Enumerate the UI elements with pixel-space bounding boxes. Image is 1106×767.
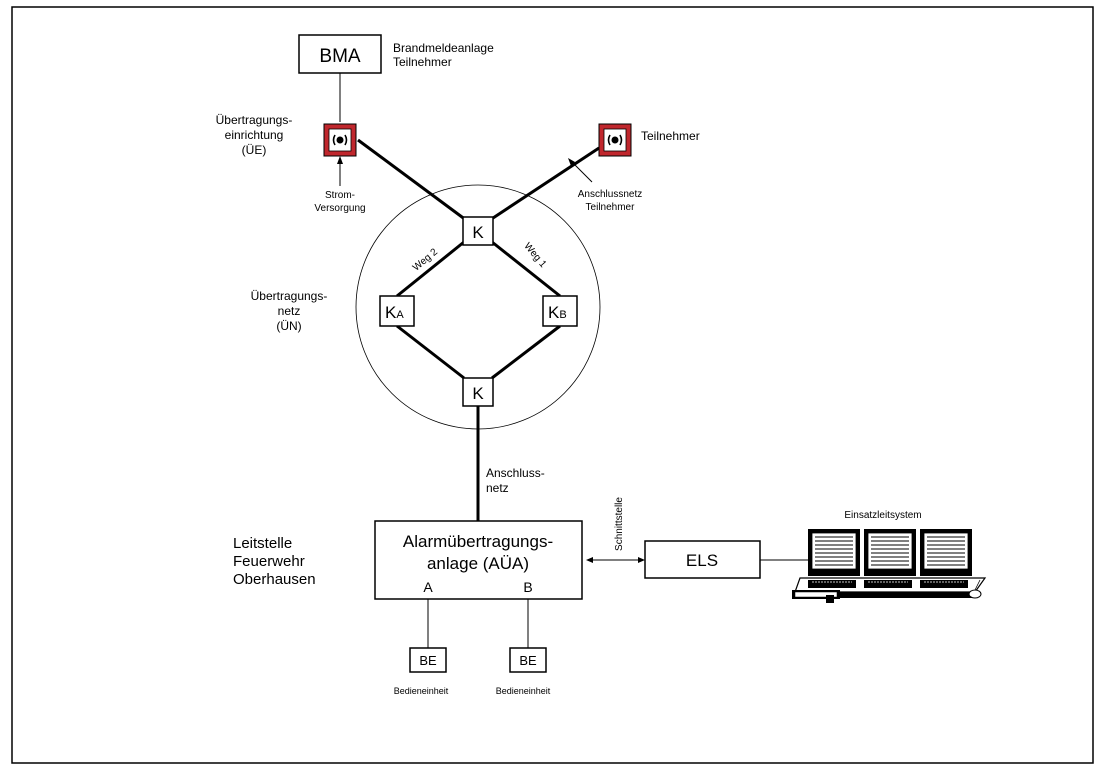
anschlussnetz-label-1: Anschluss-	[486, 466, 545, 480]
arrow-anschlussnetz-tn-head	[568, 158, 575, 166]
weg2-label: Weg 2	[411, 246, 440, 273]
leitstelle-label-1: Leitstelle	[233, 535, 292, 552]
ue-label-2: einrichtung	[225, 128, 284, 142]
arrow-schnittstelle-left-head	[586, 557, 593, 563]
arrow-anschlussnetz-tn	[570, 160, 593, 183]
line-teilnehmer-k	[489, 146, 600, 222]
be-right-label: BE	[519, 653, 537, 668]
node-k-bottom	[462, 377, 494, 407]
be-right-box	[509, 647, 547, 673]
line-k-kb	[491, 240, 561, 298]
line-ka-kbottom	[396, 324, 465, 380]
node-k-top	[462, 216, 494, 246]
bedieneinheit-left-label: Bedieneinheit	[394, 686, 449, 696]
be-left-box	[409, 647, 447, 673]
node-kb	[542, 295, 578, 327]
teilnehmer-label: Teilnehmer	[641, 129, 700, 143]
bma-desc-2: Teilnehmer	[393, 55, 452, 69]
ue-label-1: Übertragungs-	[216, 113, 293, 127]
bma-label: BMA	[319, 46, 361, 67]
aua-b-label: B	[523, 579, 532, 595]
aua-box	[374, 520, 583, 600]
node-k-top-label: K	[472, 223, 484, 242]
line-ue-k	[357, 138, 467, 222]
els-label: ELS	[686, 551, 718, 570]
weg1-label: Weg 1	[521, 241, 548, 270]
anschlussnetz-tn-label-1: Anschlussnetz	[578, 189, 642, 200]
be-left-label: BE	[419, 653, 437, 668]
leitstelle-label-2: Feuerwehr	[233, 553, 305, 570]
bedieneinheit-right-label: Bedieneinheit	[496, 686, 551, 696]
transmitter-icon	[323, 123, 357, 157]
aua-label-1: Alarmübertragungs-	[403, 532, 553, 551]
strom-label-1: Strom-	[325, 190, 355, 201]
anschlussnetz-tn-label-2: Teilnehmer	[586, 202, 636, 213]
aua-label-2: anlage (AÜA)	[427, 554, 529, 573]
bma-desc-1: Brandmeldeanlage	[393, 41, 494, 55]
transmitter-icon	[598, 123, 632, 157]
einsatzleitsystem-label: Einsatzleitsystem	[844, 510, 921, 521]
node-ka	[379, 295, 415, 327]
node-k-bottom-label: K	[472, 384, 484, 403]
node-ka-label: KA	[385, 303, 404, 322]
anschlussnetz-label-2: netz	[486, 481, 509, 495]
ue-label-3: (ÜE)	[242, 143, 267, 157]
diagram-frame	[11, 6, 1094, 764]
strom-label-2: Versorgung	[314, 203, 365, 214]
line-k-ka	[396, 240, 465, 298]
aua-a-label: A	[423, 579, 433, 595]
arrow-schnittstelle-right-head	[638, 557, 645, 563]
arrow-strom-head	[337, 156, 343, 164]
un-label-1: Übertragungs-	[251, 289, 328, 303]
un-label-3: (ÜN)	[276, 319, 301, 333]
node-kb-label: KB	[548, 303, 567, 322]
bma-box	[298, 34, 382, 74]
schnittstelle-label: Schnittstelle	[614, 497, 625, 551]
line-kb-kbottom	[491, 324, 561, 380]
els-box	[644, 540, 761, 579]
leitstelle-label-3: Oberhausen	[233, 571, 316, 588]
computer-workstation-icon	[792, 529, 987, 603]
un-label-2: netz	[278, 304, 301, 318]
